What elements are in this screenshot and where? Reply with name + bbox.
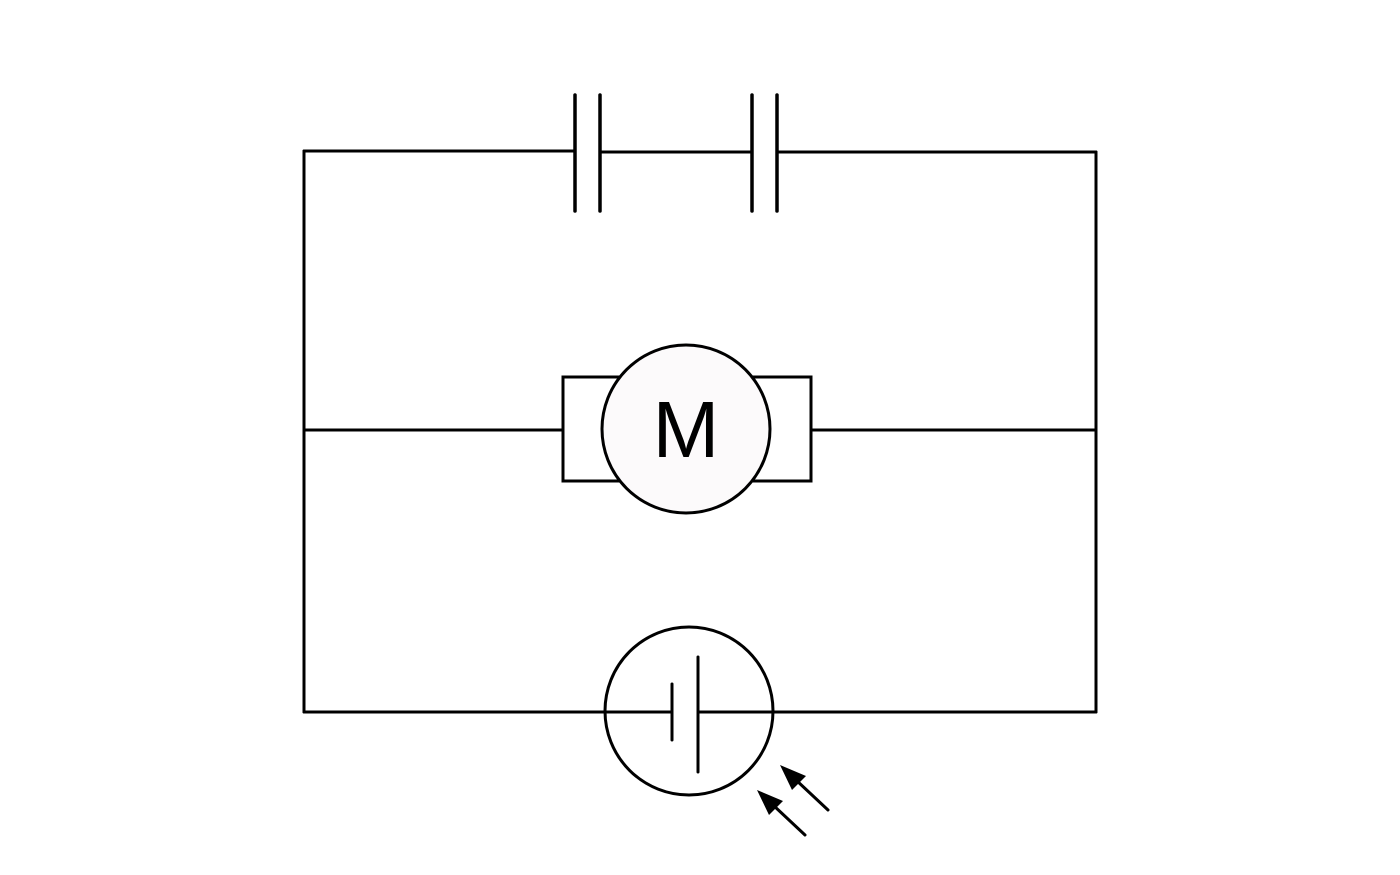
motor-label: M: [653, 385, 720, 474]
light-arrow-icon: [757, 790, 807, 837]
light-arrow-icon: [780, 765, 830, 812]
solar-cell-circle: [603, 625, 775, 797]
top-branch: [302, 93, 1098, 213]
motor-symbol: M: [561, 343, 813, 515]
motor-circle: [600, 343, 772, 515]
bottom-branch: [302, 625, 1098, 837]
capacitor-1: [573, 93, 602, 213]
solar-cell-symbol: [603, 625, 775, 797]
capacitor-2: [750, 93, 779, 213]
middle-branch: M: [302, 343, 1098, 515]
